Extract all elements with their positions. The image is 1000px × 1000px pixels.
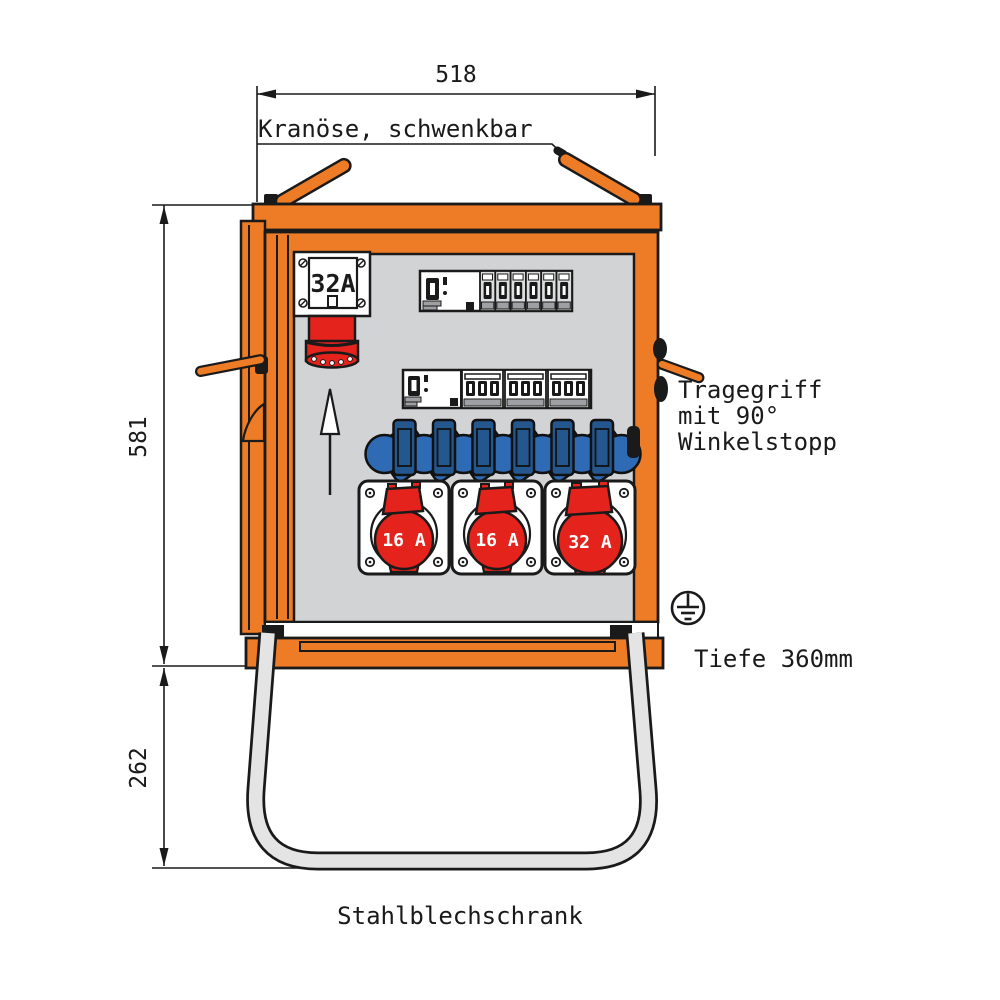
carry-handle-left: [194, 354, 267, 377]
stand-tube: [248, 632, 656, 868]
cee-inlet-32a: 32A: [292, 250, 372, 369]
swivel-stop-bracket: [241, 402, 266, 443]
row1-rcd: [422, 277, 474, 311]
handle-label-line1: Tragegriff: [678, 376, 823, 404]
dimension-stand-height: 262: [126, 668, 316, 869]
cee1-lid: [381, 485, 425, 516]
cee3-lid: [564, 484, 614, 517]
breaker-row-2: [401, 368, 593, 410]
left-handle: [194, 354, 268, 443]
leader-line: [257, 143, 567, 158]
carry-handle-annotation: Tragegriff mit 90° Winkelstopp: [678, 376, 837, 456]
cee2-lid: [474, 485, 518, 516]
door-latch: [627, 426, 640, 458]
inlet-tab: [327, 295, 338, 308]
stand-height-dimension-value: 262: [126, 747, 152, 789]
dimension-width: 518: [256, 62, 656, 202]
row2-breaker-group-2: [504, 369, 547, 409]
cee2-rating-label: 16 A: [475, 530, 519, 551]
base-stiffener: [299, 641, 616, 652]
height-dimension-value: 581: [126, 416, 152, 458]
crane-eye-right: [557, 151, 642, 207]
crane-eyes-icon: [264, 146, 652, 209]
width-dimension-value: 518: [435, 62, 477, 88]
handle-mount-right-upper: [653, 338, 667, 360]
row2-breaker-group-1: [461, 369, 504, 409]
cee-plug: [304, 314, 360, 369]
upward-arrow-icon: [319, 388, 341, 495]
row2-rcd: [404, 370, 462, 408]
crane-eye-annotation: Kranöse, schwenkbar: [257, 115, 567, 158]
row2-breaker-group-3: [547, 369, 590, 409]
inlet-rating-label: 32A: [310, 269, 355, 298]
cabinet-type-label: Stahlblechschrank: [337, 902, 583, 930]
right-handle: [653, 338, 705, 402]
cabinet-lid: [251, 202, 663, 232]
handle-mount-right-lower: [654, 376, 668, 402]
depth-label: Tiefe 360mm: [694, 645, 853, 673]
cee-socket-2: 16 A: [450, 479, 544, 576]
cee3-rating-label: 32 A: [568, 532, 612, 553]
dim-arrow-right: [636, 89, 655, 99]
handle-label-line2: mit 90°: [678, 402, 779, 430]
cee1-rating-label: 16 A: [382, 530, 426, 551]
row1-mcb-faces: [481, 273, 571, 310]
tubular-stand: [246, 632, 658, 871]
carry-handle-right: [656, 358, 705, 384]
row1-mcbs: [479, 270, 573, 312]
earth-symbol-icon: [670, 590, 706, 626]
cee-socket-1: 16 A: [357, 479, 451, 576]
schuko-socket-row: [364, 418, 642, 483]
crane-eye-left: [274, 157, 352, 209]
cabinet-bottom-rail: [264, 621, 659, 639]
inlet-screws: [298, 258, 366, 308]
dim-arrow-left: [257, 89, 276, 99]
crane-eye-label: Kranöse, schwenkbar: [258, 115, 533, 143]
socket-covers: [392, 418, 615, 477]
dimension-height: 581: [126, 204, 253, 667]
breaker-row-1: [418, 269, 574, 313]
handle-label-line3: Winkelstopp: [678, 428, 837, 456]
cee-socket-3: 32 A: [543, 479, 637, 576]
